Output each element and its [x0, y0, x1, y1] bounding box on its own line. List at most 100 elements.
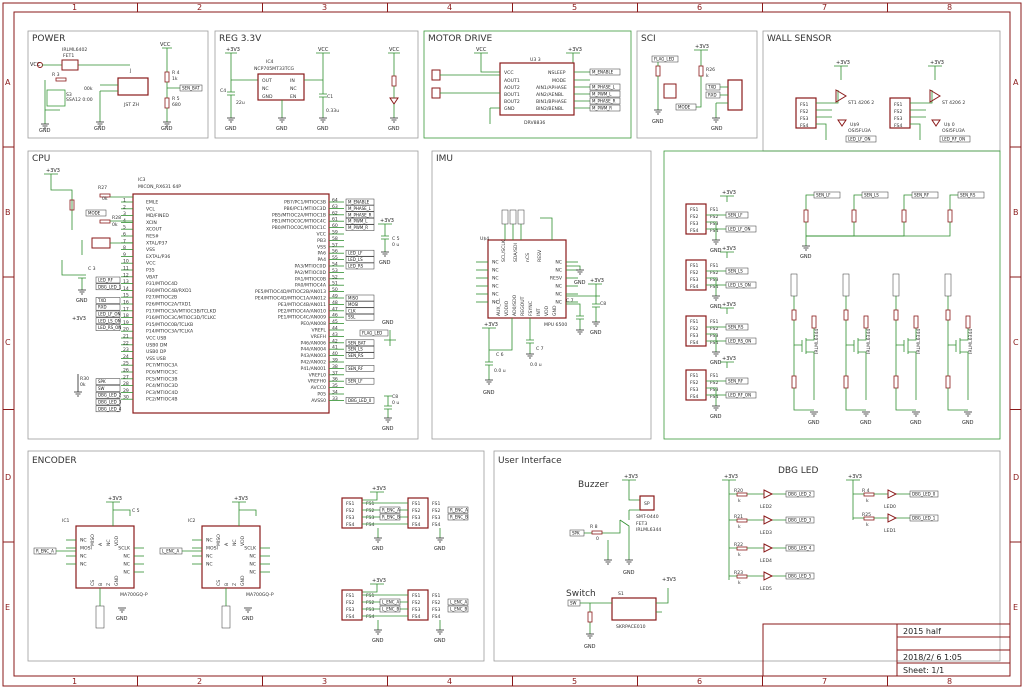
- net-sen-rf: [345, 365, 375, 372]
- conn-pin-label: FS1: [710, 207, 718, 213]
- cpu-pin-number: 60: [332, 223, 338, 229]
- conn-pin-label: FS3: [412, 515, 420, 521]
- block-encoder: ENCODER IC1 MA700GQ-P IC2 MA700GQ-P NCMO…: [27, 450, 485, 662]
- pin-bout1: BOUT1: [504, 92, 520, 98]
- pin-ain1: AIN1/APHASE: [536, 85, 567, 91]
- cpu-pin-label: PC5/MTIOC3B: [146, 376, 177, 382]
- dbg-resistor-value: k: [738, 552, 741, 558]
- cpu-pin-number: 7: [123, 238, 126, 244]
- cpu-pin-number: 47: [332, 306, 338, 312]
- r27-resistor: [99, 193, 111, 198]
- net-label: LED_RS_ON: [98, 325, 121, 330]
- v33-label: +3V3: [372, 578, 386, 584]
- net-label: M_PHASE_L: [348, 206, 372, 211]
- drive-resistor: [843, 309, 849, 321]
- net-label: L_ENC_A: [450, 600, 468, 605]
- gnd-label: GND: [434, 546, 446, 552]
- conn-pin-label: FS4: [710, 394, 718, 400]
- ground-symbol: [712, 295, 720, 301]
- c1-value: 0.33u: [326, 108, 339, 114]
- net-dbg-led-2: [785, 490, 815, 498]
- s3-label: S3: [66, 92, 72, 98]
- fet-model: IRLML6344: [814, 329, 820, 354]
- net-label: DBG_LED_4: [788, 546, 812, 551]
- cpu-pin-label: PB5/MTIOC2A/MTIOC1B: [272, 212, 326, 218]
- conn-pin-label: FS2: [710, 326, 718, 332]
- net-led-rs: [345, 262, 375, 270]
- net-r-enc-b: [95, 605, 105, 629]
- net-label: DBG_LED_1: [912, 516, 936, 521]
- flag-led-conn: [663, 83, 677, 99]
- cpu-pin-label: PA6: [317, 251, 326, 257]
- encoder-pin-label: MOSI: [206, 546, 218, 552]
- block-title-sci: SCI: [641, 34, 656, 44]
- cpu-pin-number: 6: [123, 232, 126, 238]
- led-resistor: [811, 315, 817, 329]
- net-enc-l-a: [379, 598, 401, 606]
- cpu-pin-label: AVCC0: [311, 385, 326, 391]
- net-label: LED_RF_ON: [942, 137, 965, 142]
- gnd-label: GND: [590, 330, 602, 336]
- sense-wire: [806, 222, 855, 237]
- pin-bin2: BIN2/BENBL: [536, 106, 564, 112]
- dbg-title: DBG LED: [778, 466, 818, 476]
- net-sen-ls: [345, 345, 375, 353]
- encoder-pin-label: MISO: [90, 534, 96, 546]
- vcc-label: VCC: [318, 47, 329, 53]
- st2-phototransistor: [929, 89, 941, 103]
- net-imu-1: [501, 209, 509, 225]
- gate-resistor: [791, 375, 797, 389]
- cpu-pin-number: 19: [123, 320, 129, 326]
- c8-label: C8: [600, 301, 606, 307]
- net-label: SW: [98, 386, 105, 391]
- net-enc-r-b: [379, 513, 401, 521]
- block-title-power: POWER: [32, 34, 65, 44]
- pin-aout2: AOUT2: [504, 85, 520, 91]
- cpu-pin-number: 59: [332, 230, 338, 236]
- block-title-reg: REG 3.3V: [219, 34, 262, 44]
- dbg-led-label: LED1: [884, 528, 896, 534]
- encoder-pin-label: MOSI: [80, 546, 92, 552]
- cpu-pin-label: PE0/AN008: [301, 321, 327, 327]
- row-marker: A: [5, 78, 11, 87]
- sense-resistor: [851, 209, 857, 223]
- encoder-pin-label: SCLK: [244, 546, 257, 552]
- net-label: M_PHASE_R: [592, 99, 616, 104]
- conn-pin-label: FS3: [432, 607, 440, 613]
- v33-label: +3V3: [930, 60, 944, 66]
- dbg-resistor: [863, 492, 875, 497]
- conn-pin-label: FS3: [412, 607, 420, 613]
- conn-pin-label: FS1: [346, 501, 354, 507]
- conn-pin-label: FS2: [690, 214, 698, 220]
- conn-pin-label: FS3: [710, 333, 718, 339]
- conn-pin-label: FS4: [412, 614, 420, 620]
- cpu-pin-number: 42: [332, 338, 338, 344]
- encoder-pin-label: NC: [249, 570, 256, 576]
- dbg-resistor-label: R25: [862, 512, 871, 518]
- cpu-pin-number: 11: [123, 266, 129, 272]
- conn-pin-label: FS1: [690, 207, 698, 213]
- net-enc-r-a: [447, 506, 469, 514]
- encoder-pin-label: NC: [123, 570, 130, 576]
- net-label: DBG_LED_0: [348, 398, 372, 403]
- sense-resistor: [947, 209, 953, 223]
- conn-pin-label: FS3: [690, 387, 698, 393]
- encoder-pin-label: GND: [240, 575, 246, 586]
- imu-pin-label: NC: [492, 268, 499, 274]
- cpu-pin-label: PE3/MTIOC4B/AN011: [278, 302, 326, 308]
- conn-pin-label: FS3: [710, 387, 718, 393]
- cpu-pin-number: 43: [332, 332, 338, 338]
- row-marker: D: [5, 473, 11, 482]
- cpu-pin-number: 9: [123, 252, 126, 258]
- c7-label: C 7: [566, 298, 574, 304]
- cpu-pin-number: 28: [123, 381, 129, 387]
- net-flag-led: [359, 329, 389, 337]
- net-label: DBG_LED_2: [788, 492, 812, 497]
- cpu-pin-number: 55: [332, 255, 338, 261]
- net-m-phase-l: [345, 205, 375, 212]
- net-label: M_ENABLE: [348, 200, 370, 205]
- imu-pin-label: NC: [555, 284, 562, 290]
- encoder-pin-label: NC: [123, 562, 130, 568]
